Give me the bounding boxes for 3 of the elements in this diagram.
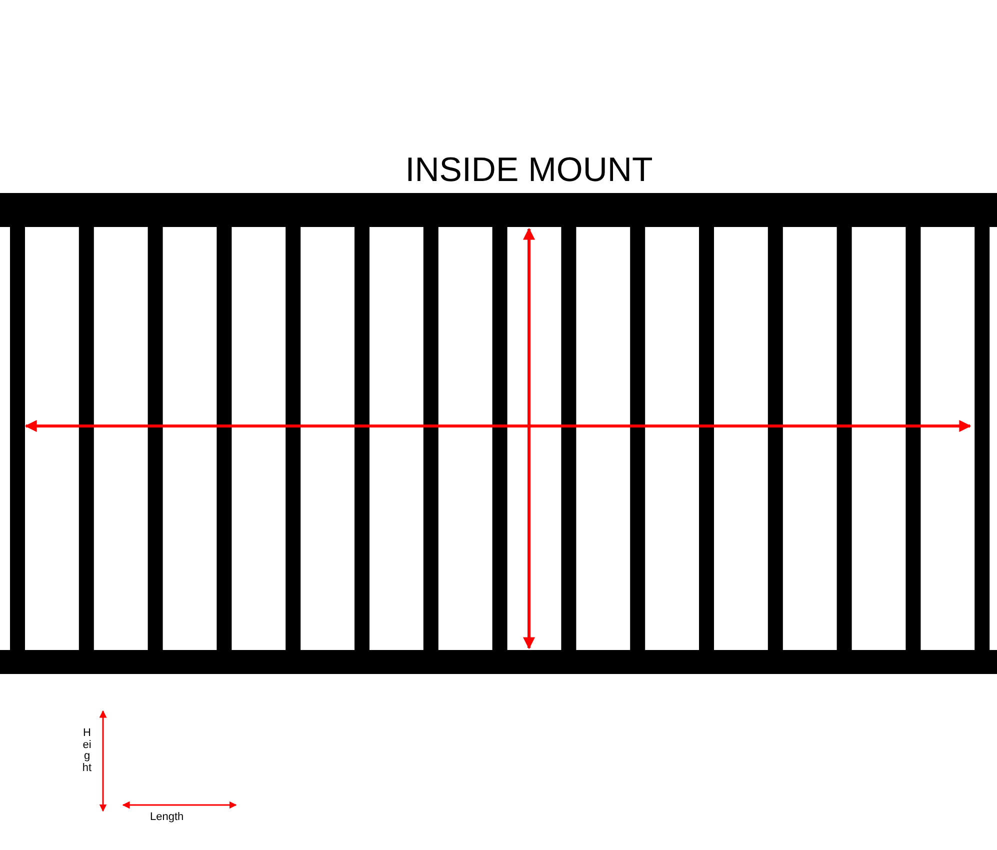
title: INSIDE MOUNT bbox=[404, 150, 654, 190]
dimension-label: Height bbox=[82, 728, 92, 774]
dimension-label: Length bbox=[150, 811, 184, 824]
